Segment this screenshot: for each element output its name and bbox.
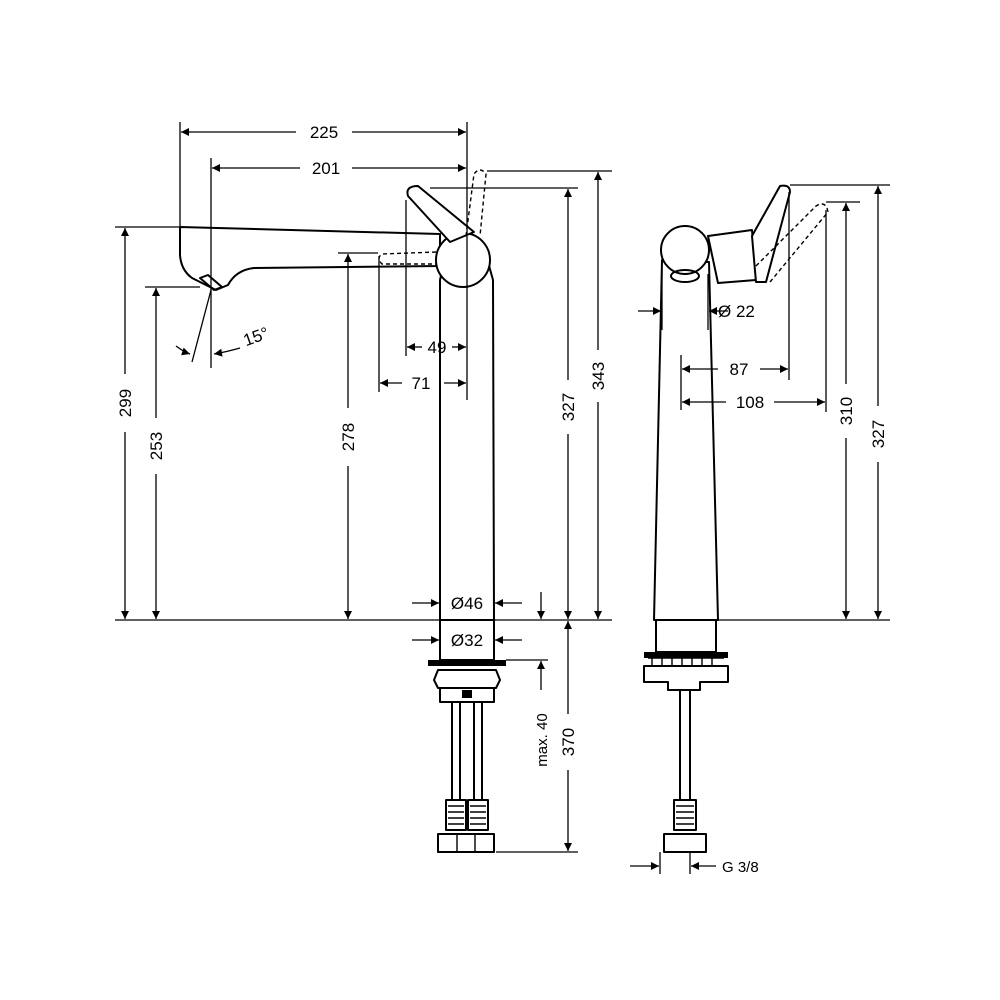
side-base (655, 619, 717, 653)
dim-253: 253 (147, 432, 166, 460)
dim-310: 310 (837, 397, 856, 425)
side-hose-nut (663, 833, 707, 853)
side-lever-block (707, 229, 757, 284)
hose-nuts (437, 833, 495, 853)
dim-108: 108 (736, 393, 764, 412)
side-gasket (644, 652, 728, 658)
dim-225: 225 (310, 123, 338, 142)
dim-87: 87 (730, 360, 749, 379)
hose-fitting-right (467, 799, 489, 831)
side-hub (660, 225, 710, 275)
thread-g-3-8: G 3/8 (722, 859, 759, 876)
dim-diameter-32: Ø32 (451, 631, 483, 650)
side-lever-dashed (755, 203, 829, 283)
lever-handle (406, 185, 475, 243)
dim-299: 299 (116, 389, 135, 417)
lever-upright-dashed (465, 169, 487, 237)
handle-hub (435, 232, 491, 288)
side-nut (643, 665, 729, 691)
side-lever (751, 184, 791, 283)
dim-370: 370 (559, 728, 578, 756)
hose-fitting-left (445, 799, 467, 831)
dim-71: 71 (412, 374, 431, 393)
front-nut (433, 669, 501, 689)
front-plate (439, 687, 495, 703)
dim-49: 49 (428, 338, 447, 357)
dim-diameter-46: Ø46 (451, 594, 483, 613)
dim-327: 327 (559, 393, 578, 421)
dim-343: 343 (589, 362, 608, 390)
front-view: 225 201 49 71 299 253 278 327 343 (115, 122, 612, 853)
front-screw (462, 690, 472, 698)
dim-201: 201 (312, 159, 340, 178)
front-spout (179, 226, 441, 291)
side-hose-fitting (673, 799, 697, 831)
front-gasket (428, 660, 506, 666)
dim-max-40: max. 40 (534, 713, 551, 766)
side-view: Ø 22 87 108 310 327 G 3/8 (630, 184, 890, 876)
lever-back-dashed (378, 251, 437, 265)
angle-15: 15° (241, 324, 272, 351)
dim-diameter-22: Ø 22 (718, 302, 755, 321)
dim-side-327: 327 (869, 420, 888, 448)
dim-278: 278 (339, 423, 358, 451)
aerator (199, 274, 223, 291)
